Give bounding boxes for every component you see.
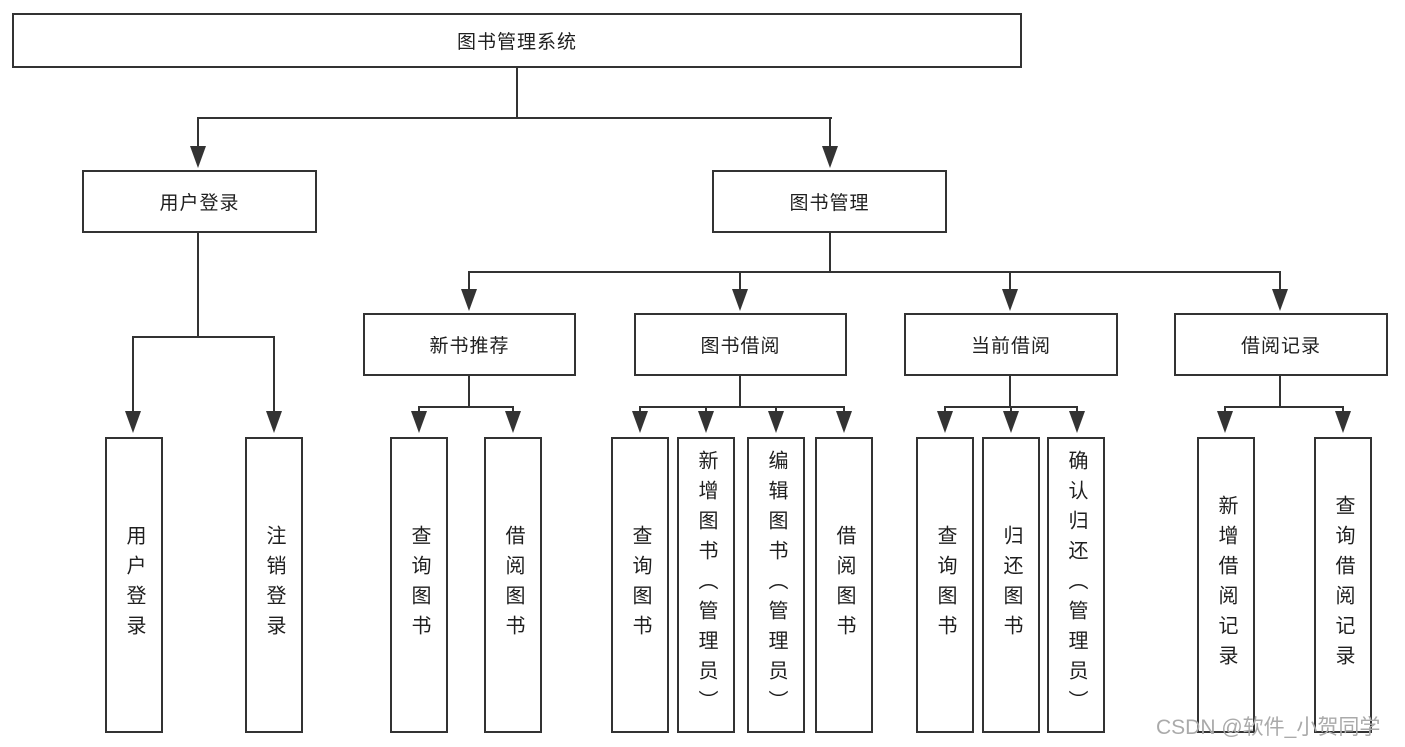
watermark: CSDN @软件_小贺同学	[1156, 716, 1381, 739]
connector-user-login-stem	[197, 231, 199, 336]
arrow-down-icon	[1003, 411, 1019, 433]
connector-to-leaf	[944, 406, 946, 413]
arrow-down-icon	[836, 411, 852, 433]
connector-to-book-management	[829, 117, 831, 150]
leaf-borrow-books-recommend: 借阅图书	[484, 437, 542, 733]
leaf-borrow-books: 借阅图书	[815, 437, 873, 733]
node-label: 查询图书	[934, 525, 956, 645]
node-book-management: 图书管理	[712, 170, 947, 233]
connector-to-leaf	[843, 406, 845, 413]
leaf-query-books-recommend: 查询图书	[390, 437, 448, 733]
leaf-query-books-borrow: 查询图书	[611, 437, 669, 733]
node-label: 查询借阅记录	[1332, 495, 1354, 675]
leaf-add-books-admin: 新增图书（管理员）	[677, 437, 735, 733]
node-book-borrowing: 图书借阅	[634, 313, 847, 376]
leaf-logout: 注销登录	[245, 437, 303, 733]
arrow-down-icon	[1335, 411, 1351, 433]
connector-new-book-bar	[418, 406, 514, 408]
connector-to-leaf	[705, 406, 707, 413]
arrow-down-icon	[461, 289, 477, 311]
connector-current-borrowing-stem	[1009, 374, 1011, 406]
node-label: 当前借阅	[970, 336, 1051, 357]
node-new-book-recommendation: 新书推荐	[363, 313, 576, 376]
connector-to-leaf	[1342, 406, 1344, 413]
connector-root-stem	[516, 67, 518, 117]
arrow-down-icon	[632, 411, 648, 433]
connector-book-borrowing-bar	[639, 406, 845, 408]
node-label: 查询图书	[408, 525, 430, 645]
connector-to-leaf	[418, 406, 420, 413]
arrow-down-icon	[411, 411, 427, 433]
connector-new-book-stem	[468, 374, 470, 406]
node-label: 图书借阅	[700, 336, 781, 357]
node-label: 用户登录	[159, 193, 240, 214]
leaf-edit-books-admin: 编辑图书（管理员）	[747, 437, 805, 733]
connector-to-leaf	[1224, 406, 1226, 413]
leaf-add-borrow-record: 新增借阅记录	[1197, 437, 1255, 733]
arrow-down-icon	[937, 411, 953, 433]
arrow-down-icon	[125, 411, 141, 433]
connector-borrowing-records-bar	[1224, 406, 1344, 408]
connector-book-management-bar	[468, 271, 1281, 273]
node-label: 图书管理系统	[456, 32, 577, 53]
connector-to-leaf	[639, 406, 641, 413]
connector-to-leaf	[1010, 406, 1012, 413]
node-label: 借阅图书	[833, 525, 855, 645]
node-user-login: 用户登录	[82, 170, 317, 233]
arrow-down-icon	[732, 289, 748, 311]
node-label: 新增图书（管理员）	[695, 450, 717, 720]
connector-root-bar	[197, 117, 832, 119]
arrow-down-icon	[505, 411, 521, 433]
arrow-down-icon	[1069, 411, 1085, 433]
connector-book-borrowing-stem	[739, 374, 741, 406]
node-label: 注销登录	[263, 525, 285, 645]
node-borrowing-records: 借阅记录	[1174, 313, 1388, 376]
node-label: 编辑图书（管理员）	[765, 450, 787, 720]
connector-to-borrowing-records	[1279, 271, 1281, 291]
leaf-user-login: 用户登录	[105, 437, 163, 733]
connector-to-user-login	[197, 117, 199, 150]
leaf-query-books-current: 查询图书	[916, 437, 974, 733]
leaf-confirm-return-admin: 确认归还（管理员）	[1047, 437, 1105, 733]
node-label: 确认归还（管理员）	[1065, 450, 1087, 720]
connector-user-login-bar	[132, 336, 275, 338]
connector-to-leaf	[512, 406, 514, 413]
connector-to-leaf-user-login	[132, 336, 134, 412]
arrow-down-icon	[822, 146, 838, 168]
connector-borrowing-records-stem	[1279, 374, 1281, 406]
node-label: 用户登录	[123, 525, 145, 645]
arrow-down-icon	[698, 411, 714, 433]
node-label: 归还图书	[1000, 525, 1022, 645]
node-label: 新书推荐	[429, 336, 510, 357]
arrow-down-icon	[1272, 289, 1288, 311]
connector-to-current-borrowing	[1009, 271, 1011, 291]
arrow-down-icon	[768, 411, 784, 433]
connector-to-leaf	[1076, 406, 1078, 413]
arrow-down-icon	[266, 411, 282, 433]
node-label: 借阅记录	[1240, 336, 1321, 357]
connector-to-leaf	[775, 406, 777, 413]
node-current-borrowing: 当前借阅	[904, 313, 1118, 376]
connector-to-new-book-recommendation	[468, 271, 470, 291]
connector-book-management-stem	[829, 231, 831, 271]
node-label: 新增借阅记录	[1215, 495, 1237, 675]
leaf-return-books: 归还图书	[982, 437, 1040, 733]
node-label: 查询图书	[629, 525, 651, 645]
arrow-down-icon	[1217, 411, 1233, 433]
arrow-down-icon	[190, 146, 206, 168]
connector-to-book-borrowing	[739, 271, 741, 291]
leaf-query-borrow-record: 查询借阅记录	[1314, 437, 1372, 733]
connector-to-leaf-logout	[273, 336, 275, 412]
node-root: 图书管理系统	[12, 13, 1022, 68]
node-label: 图书管理	[789, 193, 870, 214]
node-label: 借阅图书	[502, 525, 524, 645]
arrow-down-icon	[1002, 289, 1018, 311]
